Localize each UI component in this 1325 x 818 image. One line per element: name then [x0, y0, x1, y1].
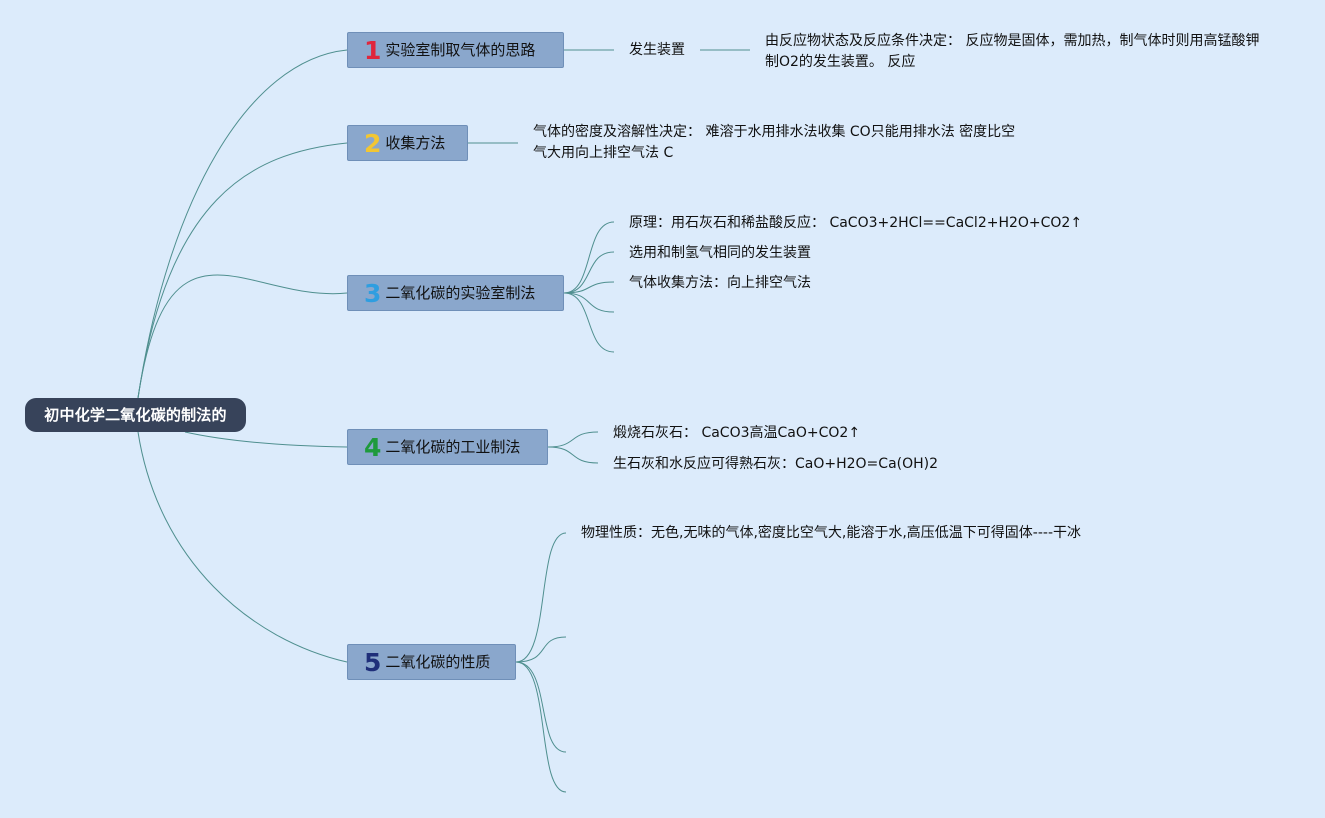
branch-4-link-2: [547, 446, 599, 464]
branch-3-link-1: [563, 221, 615, 294]
root-link-4: [184, 431, 348, 448]
branch-label-3: 二氧化碳的实验室制法: [385, 283, 536, 302]
branch-4-link-1: [547, 431, 599, 448]
branch-label-1: 实验室制取气体的思路: [385, 40, 536, 59]
branch-number-2: 2: [364, 128, 382, 158]
branch-node-3[interactable]: 3 二氧化碳的实验室制法: [347, 275, 564, 311]
branch-number-3: 3: [364, 278, 382, 308]
branch-node-1[interactable]: 1 实验室制取气体的思路: [347, 32, 564, 68]
root-node[interactable]: 初中化学二氧化碳的制法的: [25, 398, 246, 432]
branch-5-link-1: [515, 532, 567, 663]
branch-2-child-1[interactable]: 气体的密度及溶解性决定： 难溶于水用排水法收集 CO只能用排水法 密度比空气大用…: [533, 124, 1016, 161]
root-link-5: [137, 431, 348, 663]
branch-5-link-3: [515, 661, 567, 753]
branch-5-link-2: [515, 636, 567, 663]
branch-1-child-2[interactable]: 由反应物状态及反应条件决定： 反应物是固体，需加热，制气体时则用高锰酸钾制O2的…: [765, 33, 1260, 70]
root-link-2: [137, 142, 348, 399]
branch-3-link-5: [563, 292, 615, 353]
branch-number-1: 1: [364, 35, 382, 65]
branch-3-child-2[interactable]: 选用和制氢气相同的发生装置: [629, 245, 811, 261]
branch-3-link-2: [563, 251, 615, 294]
branch-3-child-3[interactable]: 气体收集方法：向上排空气法: [629, 275, 811, 291]
branch-label-4: 二氧化碳的工业制法: [385, 437, 521, 456]
branch-number-5: 5: [364, 647, 382, 677]
branch-4-child-2[interactable]: 生石灰和水反应可得熟石灰：CaO+H2O=Ca(OH)2: [613, 456, 939, 472]
branch-5-link-4: [515, 661, 567, 793]
branch-4-child-1[interactable]: 煅烧石灰石： CaCO3高温CaO+CO2↑: [613, 425, 861, 441]
branch-1-child-1[interactable]: 发生装置: [629, 42, 685, 58]
branch-5-child-1[interactable]: 物理性质：无色,无味的气体,密度比空气大,能溶于水,高压低温下可得固体----干…: [581, 525, 1082, 541]
branch-label-2: 收集方法: [385, 133, 446, 152]
branch-node-2[interactable]: 2 收集方法: [347, 125, 468, 161]
branch-node-5[interactable]: 5 二氧化碳的性质: [347, 644, 516, 680]
root-label: 初中化学二氧化碳的制法的: [44, 406, 227, 424]
branch-label-5: 二氧化碳的性质: [385, 652, 491, 671]
root-link-1: [137, 49, 348, 399]
branch-node-4[interactable]: 4 二氧化碳的工业制法: [347, 429, 548, 465]
branch-number-4: 4: [364, 432, 382, 462]
branch-3-child-1[interactable]: 原理：用石灰石和稀盐酸反应： CaCO3+2HCl==CaCl2+H2O+CO2…: [629, 215, 1083, 231]
branch-3-link-4: [563, 292, 615, 313]
branch-3-link-3: [563, 281, 615, 294]
root-link-3: [137, 274, 348, 399]
